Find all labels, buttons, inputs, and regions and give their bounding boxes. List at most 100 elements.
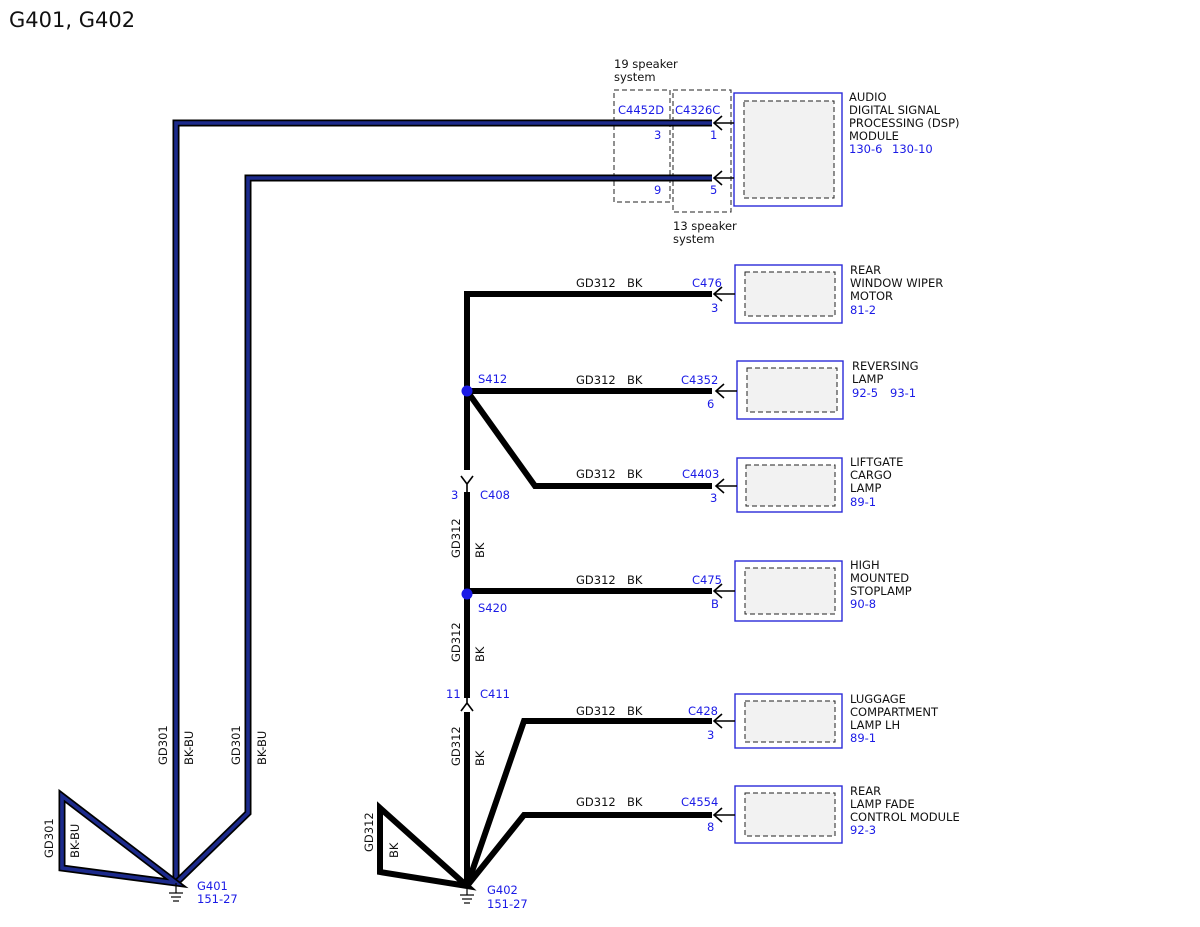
connector-c4403-pin: 3	[710, 491, 717, 505]
wire-label-circuit-3: GD312	[576, 467, 616, 481]
ground-g402-ref: 151-27	[487, 897, 528, 911]
connector-c428-label: C428	[688, 704, 718, 718]
wire-label-circuit-6: GD312	[576, 795, 616, 809]
pin-c4452d-9: 9	[654, 183, 661, 197]
component-luggage-compartment-lamp-lh-ref: 89-1	[850, 731, 876, 745]
pin-arrow-c476	[712, 286, 735, 302]
wire-label-circuit-2: GD312	[576, 373, 616, 387]
connector-c4554-label: C4554	[681, 795, 718, 809]
wire-label-color-3: BK	[627, 467, 643, 481]
connector-c4326c-outline	[672, 89, 732, 213]
splice-s412[interactable]	[461, 385, 473, 397]
component-rear-lamp-fade-control-module-ref: 92-3	[850, 823, 876, 837]
connector-c476-pin: 3	[711, 301, 718, 315]
connector-c475-pin: B	[711, 597, 719, 611]
wire-vlabel-color-1: BK	[473, 542, 487, 558]
component-liftgate-cargo-lamp[interactable]	[736, 457, 843, 513]
component-high-mounted-stoplamp-ref: 90-8	[850, 597, 876, 611]
wire-gd301-b[interactable]	[173, 174, 712, 886]
wire-labels: GD312 BK GD312 BK GD312 BK GD312 BK GD31…	[362, 276, 643, 858]
pin-arrow-c428	[712, 713, 735, 729]
connector-c4452d-outline	[613, 89, 671, 203]
eyelet-gd312-circuit: GD312	[362, 812, 376, 852]
pin-arrow-dsp-1	[712, 115, 734, 131]
component-reversing-lamp-ref-1: 92-5	[852, 386, 878, 400]
connector-c4554-pin: 8	[707, 820, 714, 834]
component-reversing-lamp-label: REVERSING LAMP	[852, 359, 922, 386]
wire-label-color-5: BK	[627, 704, 643, 718]
wire-label-circuit-1: GD312	[576, 276, 616, 290]
connector-c4403-label: C4403	[682, 467, 719, 481]
eyelet-gd301-color: BK-BU	[68, 824, 82, 858]
dsp-ref-2: 130-10	[892, 142, 933, 156]
inline-c408-icon	[460, 475, 474, 492]
component-high-mounted-stoplamp[interactable]	[734, 560, 843, 622]
component-rear-window-wiper-motor[interactable]	[734, 264, 843, 324]
wire-label-color-1: BK	[627, 276, 643, 290]
wire-gd301-a-circuit: GD301	[156, 725, 170, 765]
inline-c408-label: C408	[480, 488, 510, 502]
dsp-module[interactable]	[733, 92, 843, 207]
wire-label-circuit-4: GD312	[576, 573, 616, 587]
component-liftgate-cargo-lamp-label: LIFTGATE CARGO LAMP	[850, 455, 907, 495]
wire-gd301-b-circuit: GD301	[229, 725, 243, 765]
wire-gd301-eyelet[interactable]	[58, 788, 189, 889]
component-high-mounted-stoplamp-label: HIGH MOUNTED STOPLAMP	[850, 558, 913, 598]
wire-label-circuit-5: GD312	[576, 704, 616, 718]
wire-gd301-a[interactable]	[172, 119, 712, 883]
pin-arrow-c4554	[712, 807, 735, 823]
component-rear-window-wiper-motor-label: REAR WINDOW WIPER MOTOR	[850, 263, 947, 303]
component-rear-lamp-fade-control-module[interactable]	[734, 785, 843, 844]
page-title: G401, G402	[9, 8, 136, 32]
component-reversing-lamp[interactable]	[736, 360, 844, 420]
connector-c476-label: C476	[692, 276, 722, 290]
component-luggage-compartment-lamp-lh-label: LUGGAGE COMPARTMENT LAMP LH	[850, 692, 942, 732]
splice-s420-label: S420	[478, 601, 507, 615]
pin-c4326c-5: 5	[710, 183, 717, 197]
pin-arrow-dsp-5	[712, 170, 734, 186]
connector-c4452d: C4452D	[618, 103, 664, 117]
ground-g401-ref: 151-27	[197, 892, 238, 906]
connector-c4326c: C4326C	[675, 103, 720, 117]
pin-arrow-c475	[712, 583, 735, 599]
inline-c411-pin: 11	[446, 687, 461, 701]
splice-s420[interactable]	[461, 588, 473, 600]
ground-g402-icon	[460, 886, 474, 904]
inline-c408-pin: 3	[451, 488, 458, 502]
connector-c4352-pin: 6	[707, 397, 714, 411]
pin-arrow-c4403	[714, 478, 737, 494]
connector-c428-pin: 3	[707, 728, 714, 742]
connector-c4352-label: C4352	[681, 373, 718, 387]
wire-label-color-4: BK	[627, 573, 643, 587]
wire-label-color-2: BK	[627, 373, 643, 387]
ground-g401-label: G401	[197, 879, 228, 893]
wire-vlabel-circuit-2: GD312	[449, 622, 463, 662]
component-rear-lamp-fade-control-module-label: REAR LAMP FADE CONTROL MODULE	[850, 784, 960, 824]
wire-vlabel-color-2: BK	[473, 646, 487, 662]
component-reversing-lamp-ref-2: 93-1	[890, 386, 916, 400]
dsp-ref-1: 130-6	[849, 142, 882, 156]
wire-label-color-6: BK	[627, 795, 643, 809]
eyelet-gd312-color: BK	[387, 842, 401, 858]
wire-gd301-a-color: BK-BU	[182, 731, 196, 765]
ground-g402-label: G402	[487, 883, 518, 897]
wire-vlabel-circuit-1: GD312	[449, 518, 463, 558]
wire-gd312-network[interactable]	[377, 291, 712, 891]
wire-gd301-b-color: BK-BU	[255, 731, 269, 765]
pin-c4452d-3: 3	[654, 128, 661, 142]
wire-vlabel-circuit-3: GD312	[449, 726, 463, 766]
eyelet-gd301-circuit: GD301	[42, 818, 56, 858]
ground-g401-icon	[169, 883, 183, 902]
pin-arrow-c4352	[714, 383, 737, 399]
wire-vlabel-color-3: BK	[473, 750, 487, 766]
splice-s412-label: S412	[478, 372, 507, 386]
inline-c411-label: C411	[480, 687, 510, 701]
component-liftgate-cargo-lamp-ref: 89-1	[850, 495, 876, 509]
dsp-module-label: AUDIO DIGITAL SIGNAL PROCESSING (DSP) MO…	[849, 90, 963, 143]
component-luggage-compartment-lamp-lh[interactable]	[734, 693, 843, 749]
pin-c4326c-1: 1	[710, 128, 717, 142]
connector-c475-label: C475	[692, 573, 722, 587]
component-rear-window-wiper-motor-ref: 81-2	[850, 303, 876, 317]
